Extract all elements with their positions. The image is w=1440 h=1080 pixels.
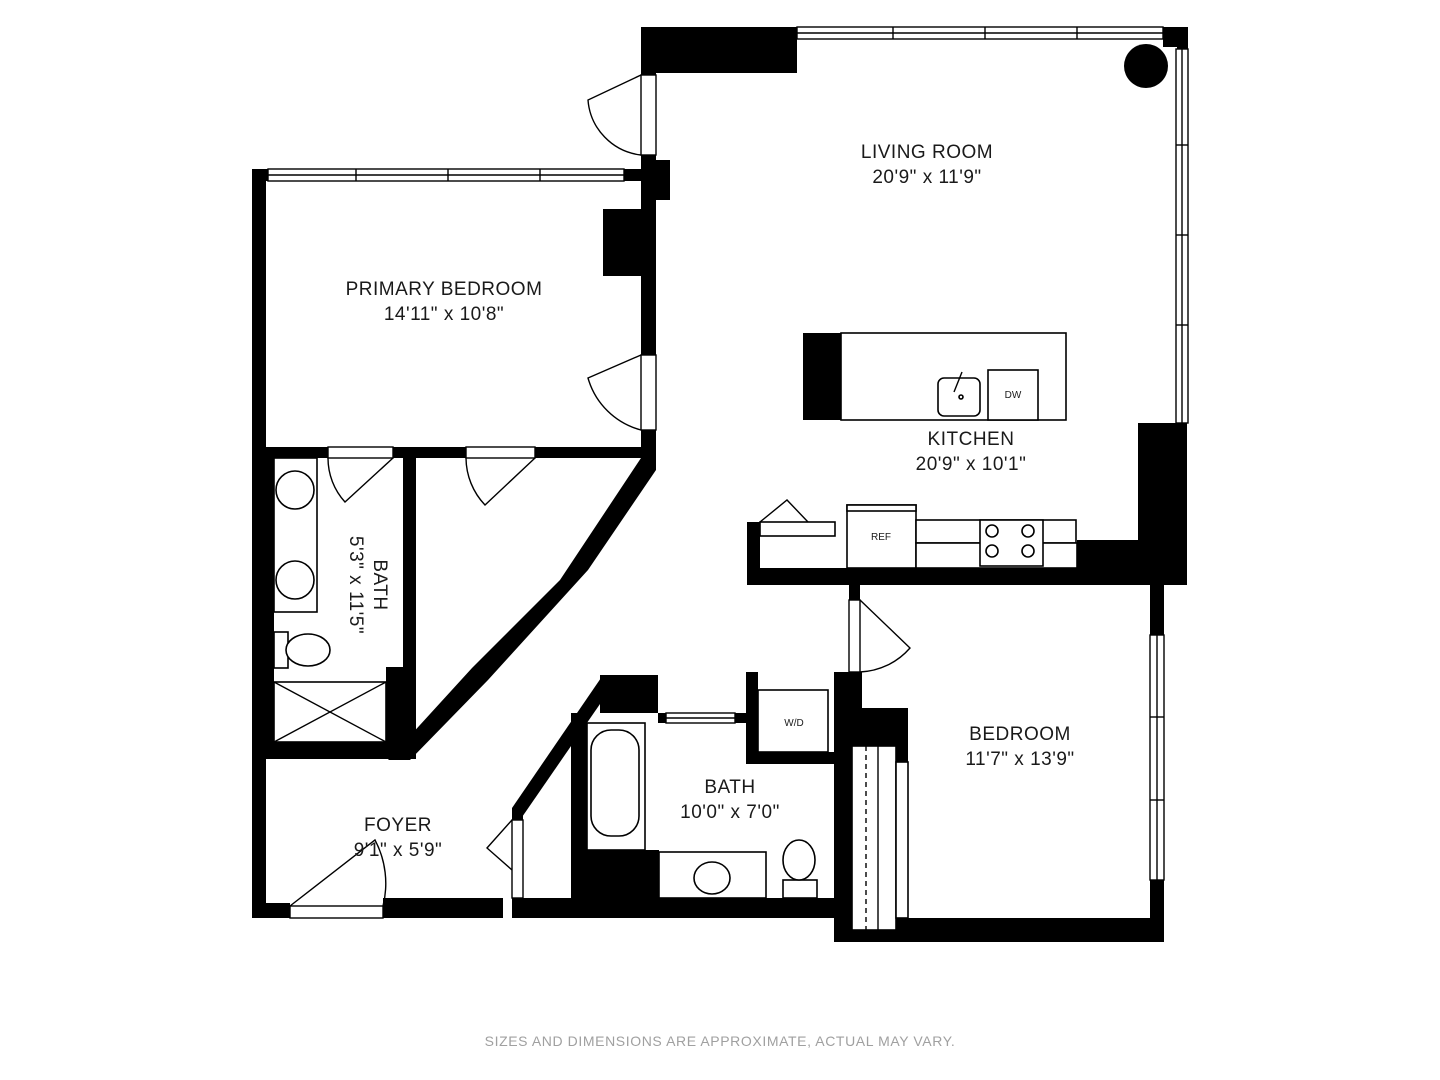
primary-bedroom-dims: 14'11" x 10'8" (384, 304, 504, 325)
column (1124, 44, 1168, 88)
walls (252, 27, 1188, 942)
primary-bath-name: BATH (369, 559, 390, 610)
dishwasher-label: DW (1005, 390, 1022, 401)
living-room-name: LIVING ROOM (861, 142, 993, 163)
foyer-name: FOYER (364, 815, 432, 836)
doors (289, 74, 911, 931)
living-room-dims: 20'9" x 11'9" (872, 167, 981, 188)
bedroom-dims: 11'7" x 13'9" (965, 749, 1074, 770)
foyer-dims: 9'1" x 5'9" (354, 840, 443, 861)
bath-dims: 10'0" x 7'0" (680, 802, 780, 823)
bedroom-name: BEDROOM (969, 724, 1071, 745)
disclaimer-text: SIZES AND DIMENSIONS ARE APPROXIMATE, AC… (484, 1033, 956, 1049)
primary-bedroom-name: PRIMARY BEDROOM (346, 279, 543, 300)
fixtures: DW REF W/D (273, 332, 1078, 899)
fridge-label: REF (871, 532, 891, 543)
kitchen-dims: 20'9" x 10'1" (916, 454, 1027, 475)
washer-dryer-label: W/D (784, 718, 803, 729)
room-labels: LIVING ROOM 20'9" x 11'9" PRIMARY BEDROO… (345, 142, 1074, 861)
primary-bath-dims: 5'3" x 11'5" (345, 536, 366, 634)
bath-name: BATH (704, 777, 755, 798)
kitchen-name: KITCHEN (928, 429, 1015, 450)
windows (267, 26, 1189, 881)
